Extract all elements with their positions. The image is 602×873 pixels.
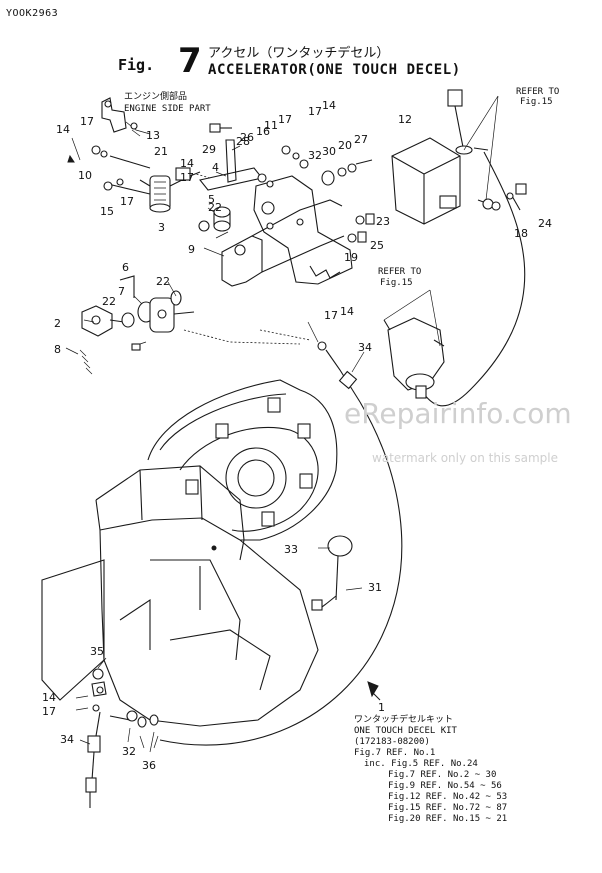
part-number: 22 (208, 201, 222, 214)
refer-upper-line2: Fig.15 (520, 97, 553, 107)
part-number: 17 (278, 113, 292, 126)
part-number: 35 (90, 645, 104, 658)
part-number: 14 (42, 691, 56, 704)
part-number: 17 (120, 195, 134, 208)
bracket-9 (221, 199, 345, 287)
part-number: 23 (376, 215, 390, 228)
kit-name-english: ONE TOUCH DECEL KIT (354, 726, 457, 736)
part-number: 31 (368, 581, 382, 594)
part-number: 26 (240, 131, 254, 144)
bracket-19 (253, 175, 353, 285)
kit-includes-line: Fig.12 REF. No.42 ~ 53 (388, 792, 508, 802)
part-number: 17 (308, 105, 322, 118)
part-number: 36 (142, 759, 156, 772)
part-number: 4 (212, 161, 219, 174)
part-number: 29 (202, 143, 216, 156)
washers-top-middle (257, 145, 309, 188)
part-number: 17 (42, 705, 56, 718)
part-number: 21 (154, 145, 168, 158)
part-number: 34 (60, 733, 74, 746)
document-code: YOOK2963 (6, 8, 59, 19)
cable-end-left (67, 137, 151, 169)
part-number: 8 (54, 343, 61, 356)
part-number: 3 (158, 221, 165, 234)
refer-upper-line1: REFER TO (516, 87, 560, 97)
figure-title-english: ACCELERATOR(ONE TOUCH DECEL) (208, 62, 461, 78)
kit-includes-line: Fig.20 REF. No.15 ~ 21 (388, 814, 508, 824)
part-number: 1 (378, 701, 385, 714)
part-number: 14 (340, 305, 354, 318)
part-number: 17 (180, 171, 194, 184)
refer-lower-line2: Fig.15 (380, 278, 413, 288)
solenoid-lower (383, 289, 445, 399)
arrow-item-1 (367, 681, 381, 701)
bolt-26 (209, 123, 232, 133)
part-number: 14 (322, 99, 336, 112)
kit-includes-line: Fig.15 REF. No.72 ~ 87 (388, 803, 508, 813)
bolt-24 (506, 183, 527, 211)
kit-name-japanese: ワンタッチデセルキット (354, 715, 454, 725)
dashed-reference-lines (183, 173, 311, 345)
part-number: 18 (514, 227, 528, 240)
tractor-body (41, 465, 319, 727)
connector-upper (419, 89, 526, 407)
part-number: 28 (236, 135, 250, 148)
part-number: 14 (56, 123, 70, 136)
part-number: 17 (80, 115, 94, 128)
governor-parts-left (79, 275, 195, 375)
bracket-engine-side (101, 97, 151, 135)
watermark-brand: eRepairinfo.com (344, 397, 572, 430)
part-number: 32 (308, 149, 322, 162)
refer-lower-line1: REFER TO (378, 267, 422, 277)
shift-lever (311, 535, 353, 611)
part-number: 22 (156, 275, 170, 288)
part-number: 24 (538, 217, 552, 230)
figure-number: 7 (178, 41, 202, 81)
part-number: 11 (264, 119, 278, 132)
kit-includes-line: Fig.9 REF. No.54 ~ 56 (388, 781, 502, 791)
kit-part-number: (172183-08200) (354, 737, 430, 747)
figure-title-japanese: アクセル（ワンタッチデセル） (208, 46, 390, 61)
part-number: 7 (118, 285, 125, 298)
part-number: 34 (358, 341, 372, 354)
kit-includes-line: inc. Fig.5 REF. No.24 (364, 759, 478, 769)
part-number: 12 (398, 113, 412, 126)
leader-lines (65, 129, 365, 753)
engine-side-label-english: ENGINE SIDE PART (124, 104, 211, 114)
part-number: 22 (102, 295, 116, 308)
sleeve-5 (198, 206, 231, 232)
part-number: 9 (188, 243, 195, 256)
part-number: 13 (146, 129, 160, 142)
part-number: 19 (344, 251, 358, 264)
part-number: 32 (122, 745, 136, 758)
figure-prefix: Fig. (118, 56, 155, 74)
flywheel-housing (147, 379, 338, 541)
part-number: 10 (78, 169, 92, 182)
watermark-notice: watermark only on this sample (372, 451, 559, 465)
part-number: 2 (54, 317, 61, 330)
solenoid-12 (391, 137, 461, 225)
part-number: 16 (256, 125, 270, 138)
part-number: 14 (180, 157, 194, 170)
part-number: 5 (208, 193, 215, 206)
cable-34 (159, 341, 403, 746)
part-number: 17 (324, 309, 338, 322)
lower-cable-parts (75, 668, 159, 808)
part-number: 30 (322, 145, 336, 158)
part-number: 15 (100, 205, 114, 218)
part-number: 20 (338, 139, 352, 152)
kit-includes-line: Fig.7 REF. No.2 ~ 30 (388, 770, 497, 780)
bolts-23-25 (347, 213, 375, 243)
part-number: 33 (284, 543, 298, 556)
spring-assembly-3 (103, 167, 201, 213)
kit-ref-line: Fig.7 REF. No.1 (354, 748, 436, 758)
part-number: 25 (370, 239, 384, 252)
engine-side-label-japanese: エンジン側部品 (124, 92, 188, 102)
part-number: 6 (122, 261, 129, 274)
part-number: 27 (354, 133, 368, 146)
washers-30-20 (321, 159, 373, 186)
